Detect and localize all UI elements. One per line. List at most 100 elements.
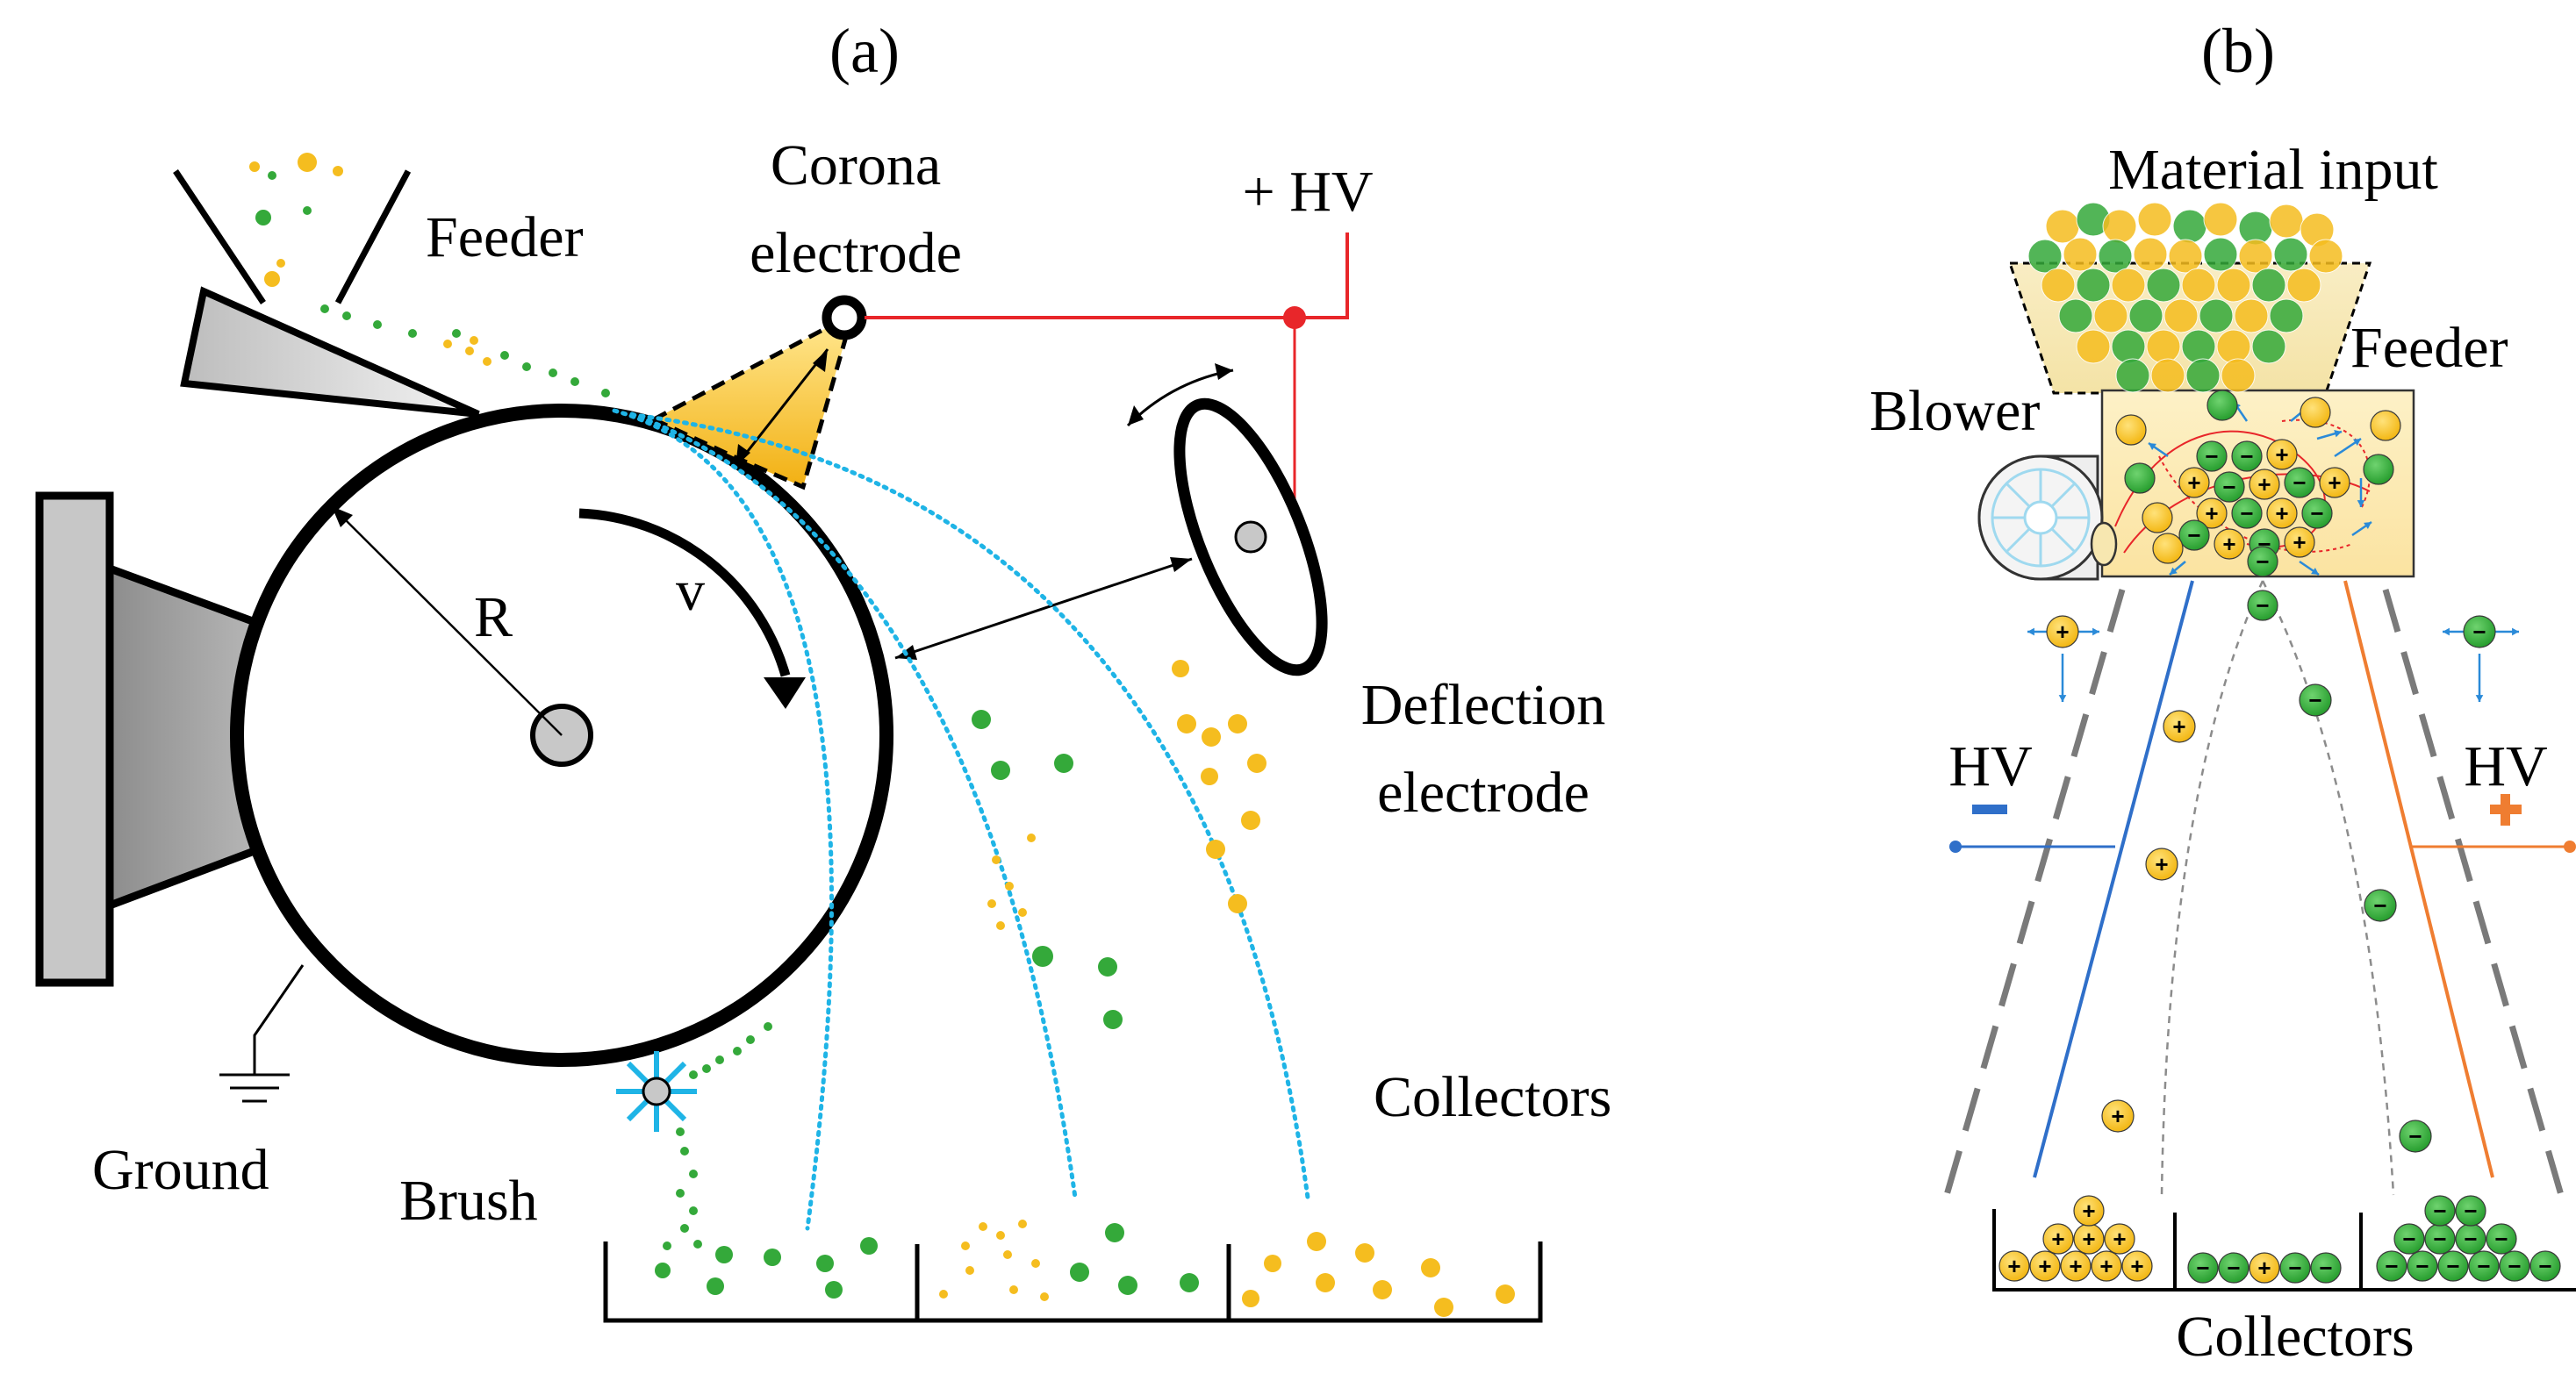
particle-body bbox=[2455, 1195, 2486, 1227]
negative-particle: − bbox=[2310, 1252, 2342, 1284]
conductive-particle bbox=[470, 336, 478, 345]
positive-particle: + bbox=[2284, 526, 2315, 558]
blower-blade bbox=[2005, 527, 2031, 554]
blower-label: Blower bbox=[1869, 379, 2040, 443]
conductive-particle bbox=[1201, 768, 1218, 785]
input-non-conductive-particle bbox=[2269, 298, 2304, 333]
particle-charge-sign: + bbox=[2187, 469, 2200, 496]
blower-hub bbox=[2023, 500, 2058, 535]
negative-particle: − bbox=[2187, 1252, 2219, 1284]
particle-charge-sign: − bbox=[2508, 1253, 2521, 1279]
conductive-particle bbox=[1206, 840, 1225, 859]
particle-charge-sign: − bbox=[2310, 500, 2323, 526]
particle-charge-sign: + bbox=[2172, 713, 2185, 740]
particle-body bbox=[2142, 502, 2173, 533]
particle-charge-sign: − bbox=[2373, 892, 2386, 919]
radius-label: R bbox=[474, 585, 513, 649]
particle-body bbox=[2468, 1250, 2500, 1282]
particle-body bbox=[2249, 469, 2280, 500]
motion-arrow bbox=[2076, 627, 2099, 636]
negative-particle: − bbox=[2455, 1195, 2486, 1227]
negative-particle: − bbox=[2247, 590, 2278, 621]
particle-body bbox=[2124, 462, 2156, 494]
particle-body bbox=[2399, 1120, 2432, 1153]
non-conductive-particle bbox=[268, 171, 276, 180]
conductive-particle bbox=[1040, 1292, 1049, 1301]
negative-particle: − bbox=[2468, 1250, 2500, 1282]
positive-particle: + bbox=[2101, 1099, 2135, 1133]
negative-particle: − bbox=[2529, 1250, 2561, 1282]
particle-charge-sign: + bbox=[2275, 500, 2288, 526]
input-non-conductive-particle bbox=[2172, 209, 2207, 244]
particle-charge-sign: − bbox=[2472, 619, 2486, 645]
negative-particle: − bbox=[2299, 683, 2332, 717]
positive-particle: + bbox=[2145, 848, 2178, 881]
negative-particle: − bbox=[2218, 1252, 2250, 1284]
negative-particle bbox=[2363, 454, 2394, 485]
non-conductive-particle bbox=[601, 389, 610, 397]
negative-particle: − bbox=[2376, 1250, 2407, 1282]
non-conductive-particle bbox=[972, 710, 991, 729]
negative-particle bbox=[2124, 462, 2156, 494]
motion-arrow bbox=[2357, 478, 2365, 507]
input-conductive-particle bbox=[2269, 204, 2304, 239]
collectors-b-label: Collectors bbox=[2176, 1305, 2414, 1369]
collector-bins bbox=[603, 1241, 1543, 1323]
motion-arrow bbox=[2058, 654, 2067, 702]
particle-body bbox=[2115, 414, 2147, 446]
non-conductive-particle bbox=[733, 1047, 742, 1055]
motion-arrowhead bbox=[2027, 627, 2034, 636]
conductive-particle bbox=[1242, 1290, 1259, 1307]
negative-particle: − bbox=[2247, 546, 2278, 577]
particle-charge-sign: − bbox=[2256, 548, 2269, 575]
particle-body bbox=[2363, 454, 2394, 485]
chamber-wall-right bbox=[2382, 589, 2565, 1196]
negative-particle: − bbox=[2424, 1195, 2456, 1227]
input-conductive-particle bbox=[2216, 268, 2251, 303]
radius-line bbox=[331, 505, 563, 736]
particle-charge-sign: − bbox=[2415, 1253, 2429, 1279]
non-conductive-particle bbox=[764, 1249, 781, 1266]
particle-body bbox=[2284, 467, 2315, 498]
input-conductive-particle bbox=[2216, 329, 2251, 364]
particle-body bbox=[2178, 467, 2210, 498]
input-conductive-particle bbox=[2163, 298, 2199, 333]
negative-particle: − bbox=[2231, 440, 2263, 472]
conductive-particle bbox=[1172, 660, 1189, 677]
material-input-label: Material input bbox=[2108, 138, 2438, 202]
input-non-conductive-particle bbox=[2111, 329, 2146, 364]
input-non-conductive-particle bbox=[2146, 268, 2181, 303]
non-conductive-particle bbox=[655, 1263, 671, 1278]
non-conductive-particle bbox=[1180, 1273, 1199, 1292]
blower-blade bbox=[2050, 527, 2077, 554]
input-non-conductive-particle bbox=[2199, 298, 2234, 333]
non-conductive-particle bbox=[1054, 754, 1073, 773]
hv-label: + HV bbox=[1242, 160, 1373, 224]
conductive-particle bbox=[1316, 1273, 1335, 1292]
negative-particle: − bbox=[2407, 1250, 2438, 1282]
non-conductive-particle bbox=[746, 1035, 755, 1044]
motion-arrow bbox=[2316, 430, 2343, 440]
particle-body bbox=[2284, 526, 2315, 558]
electrode-distance-arrow bbox=[894, 557, 1193, 660]
input-conductive-particle bbox=[2137, 202, 2172, 237]
negative-polarity-icon bbox=[1972, 805, 2007, 814]
deflection-electrode-label-line2: electrode bbox=[1377, 761, 1589, 825]
input-non-conductive-particle bbox=[2273, 237, 2308, 272]
air-flow-line bbox=[2158, 455, 2353, 553]
blower-blade bbox=[2050, 482, 2077, 508]
negative-particle: − bbox=[2399, 1120, 2432, 1153]
hv-negative-label: HV bbox=[1948, 734, 2032, 798]
particle-body bbox=[2393, 1223, 2425, 1255]
motion-arrowhead bbox=[2092, 627, 2099, 636]
blower-blade bbox=[2005, 482, 2031, 508]
motion-arrowhead bbox=[2475, 695, 2484, 702]
particle-charge-sign: + bbox=[2257, 1255, 2271, 1281]
negative-particle: − bbox=[2424, 1223, 2456, 1255]
input-conductive-particle bbox=[2221, 358, 2256, 393]
positive-particle: + bbox=[2091, 1250, 2122, 1282]
non-conductive-particle bbox=[689, 1170, 698, 1178]
motion-arrowhead bbox=[2357, 500, 2365, 507]
particle-charge-sign: − bbox=[2205, 443, 2218, 469]
